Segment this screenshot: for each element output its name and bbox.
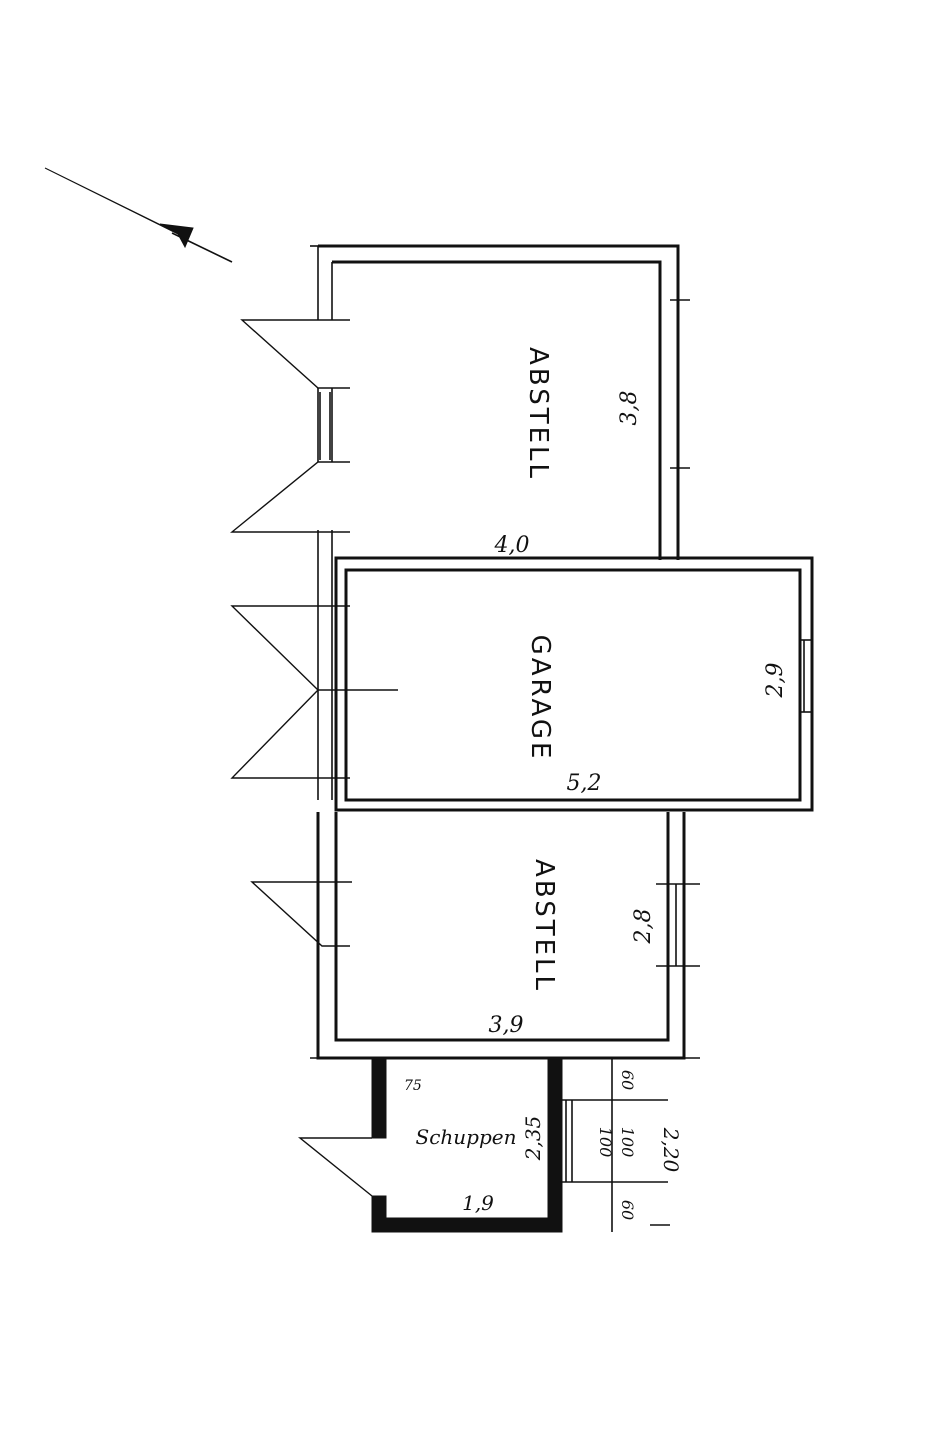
room-label-bottom: ABSTELL: [529, 859, 559, 993]
door-swing-bottom: [250, 881, 352, 947]
dim-garage-width: 5,2: [567, 771, 602, 796]
dim-small-mark: 75: [404, 1078, 422, 1094]
room-top-storage: [310, 244, 690, 570]
dim-shed-width: 1,9: [462, 1191, 494, 1215]
room-garage: [317, 556, 814, 812]
dim-bottom-depth: 2,8: [631, 909, 656, 945]
dim-top-depth: 3,8: [617, 391, 642, 426]
north-arrow-icon: [44, 167, 233, 263]
dim-side-60a: 60: [618, 1070, 637, 1090]
dim-total: 2,20: [659, 1127, 683, 1173]
room-shed: [371, 1057, 670, 1233]
dim-side-100b: 100: [596, 1127, 615, 1158]
room-label-garage: GARAGE: [525, 635, 555, 762]
dim-side-100: 100: [618, 1127, 637, 1158]
dim-garage-depth: 2,9: [763, 663, 788, 699]
dim-shed-depth: 2,35: [521, 1116, 545, 1162]
door-swing-top: [230, 319, 350, 533]
dim-top-width: 4,0: [494, 533, 530, 558]
door-swing-garage: [230, 605, 398, 779]
room-label-shed: Schuppen: [416, 1125, 517, 1149]
room-label-top: ABSTELL: [523, 347, 553, 481]
dim-side-60b: 60: [618, 1200, 637, 1220]
dim-bottom-width: 3,9: [489, 1013, 524, 1038]
door-swing-shed: [298, 1137, 373, 1197]
